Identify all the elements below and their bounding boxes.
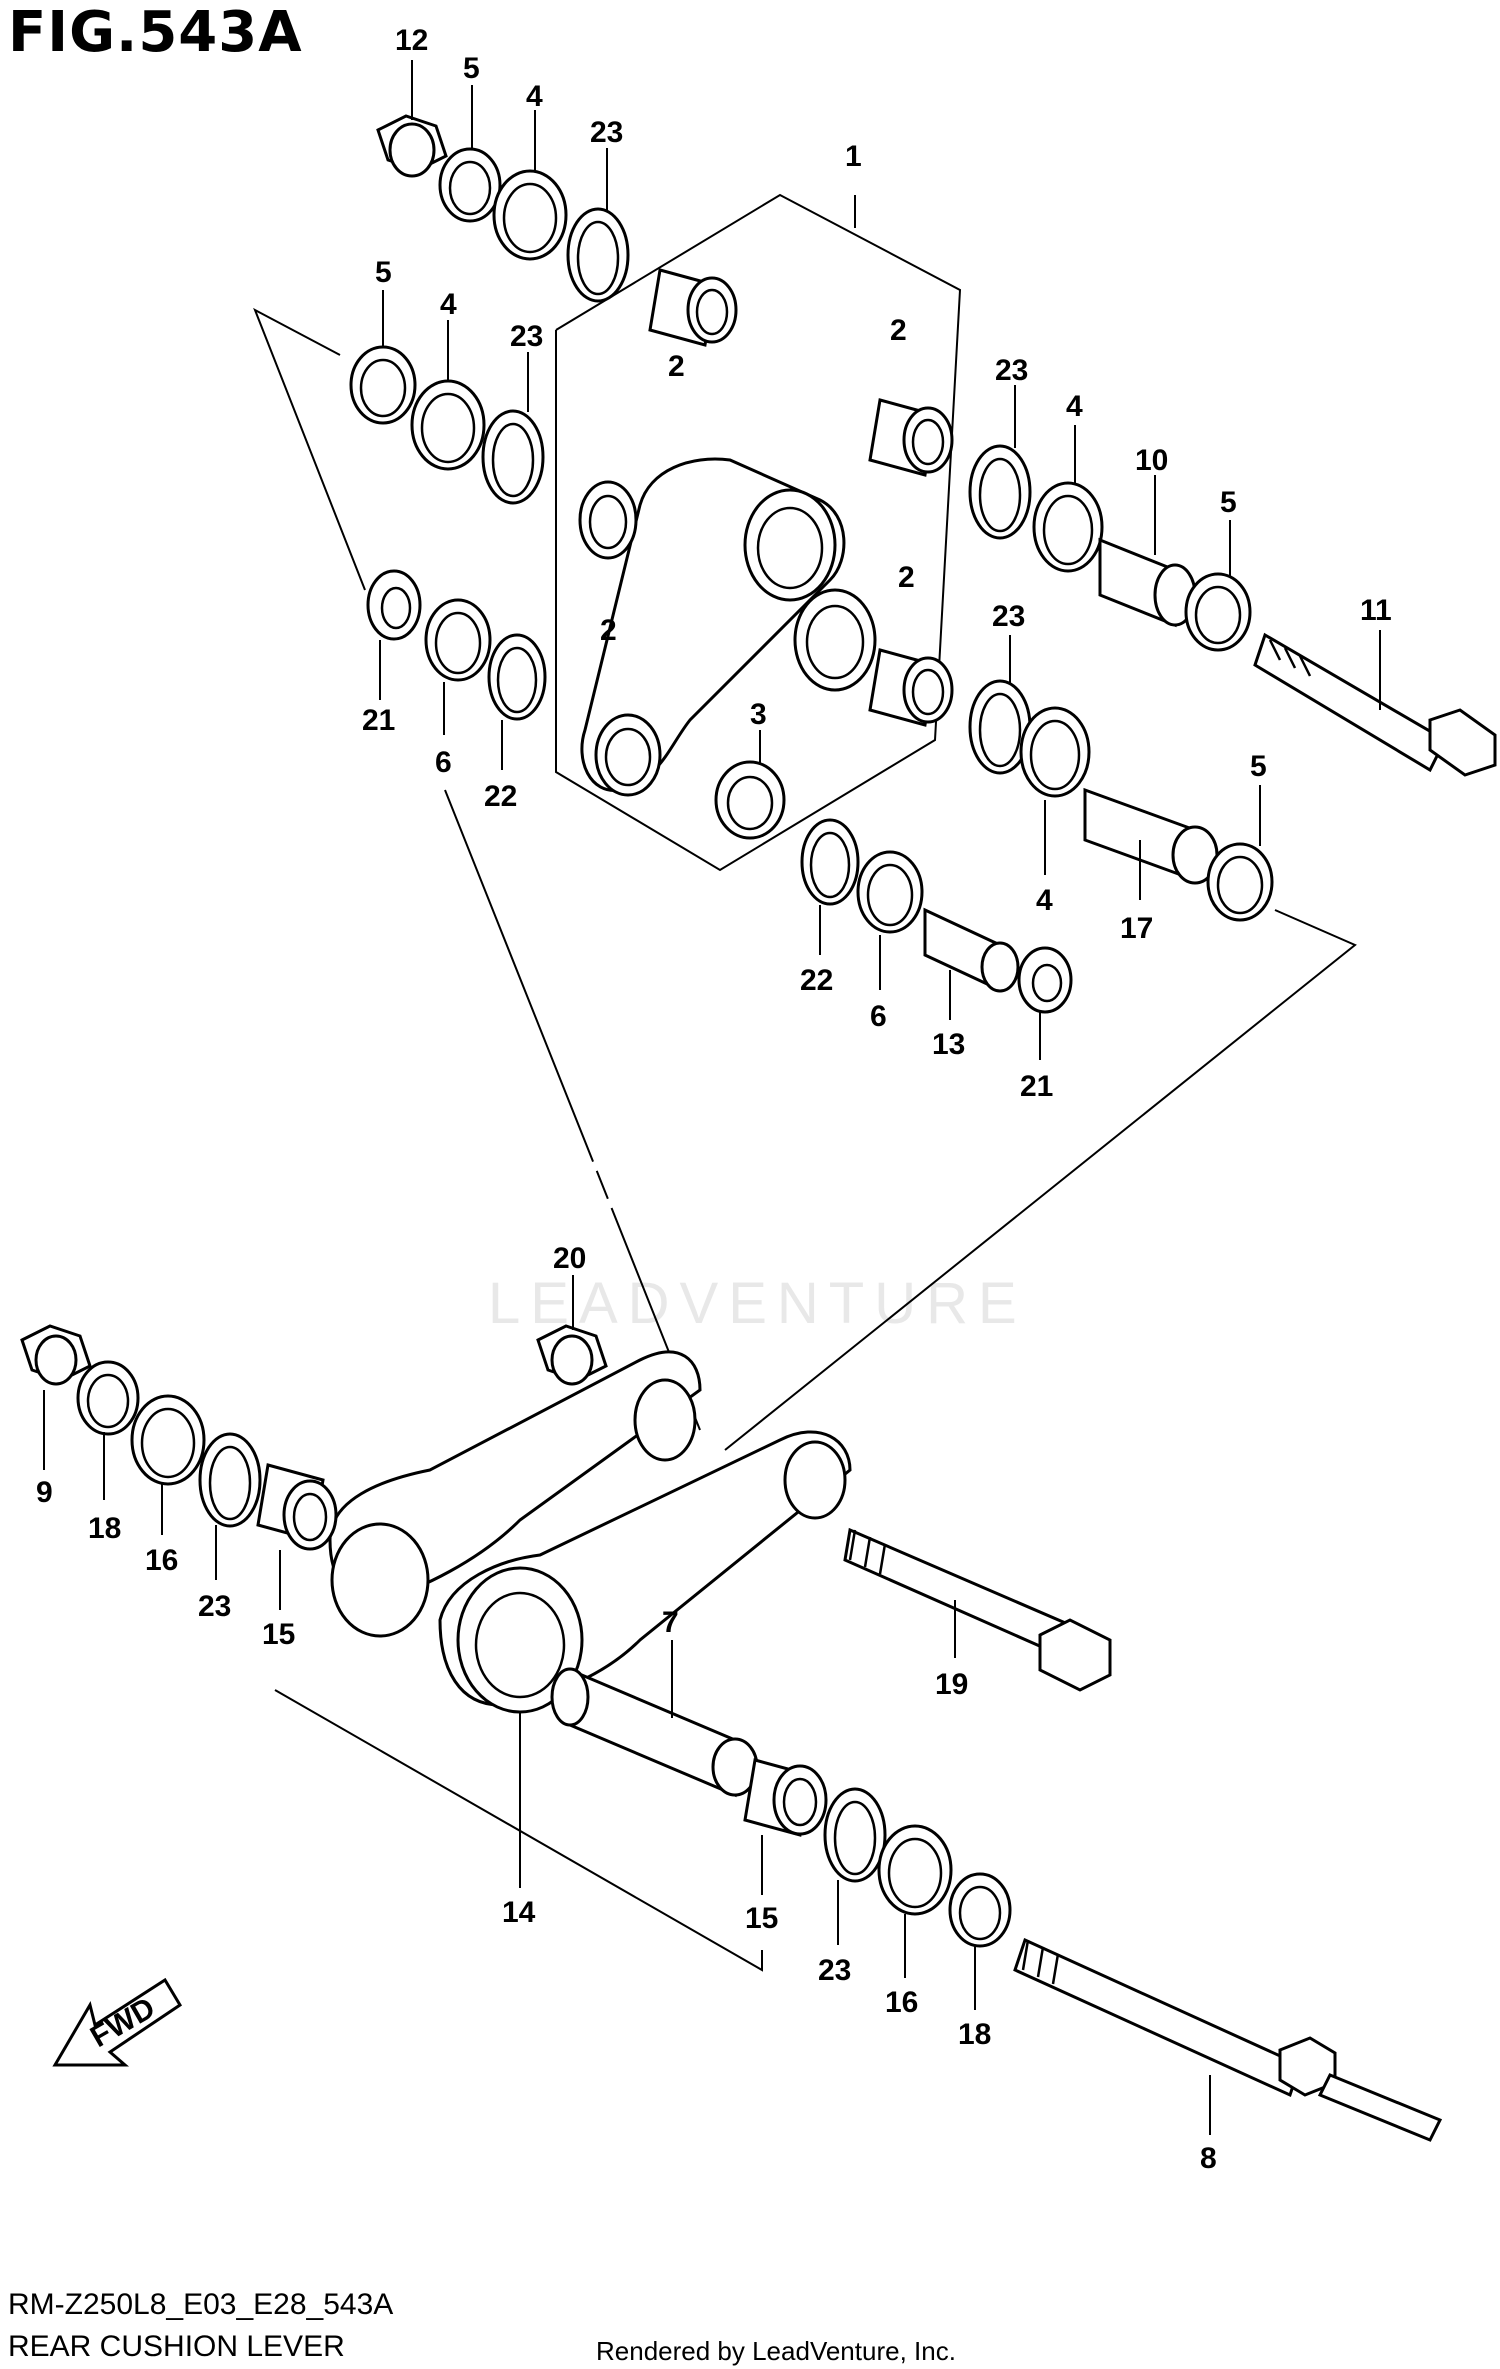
- callout-14: 14: [502, 1896, 536, 1929]
- spacer-5-top: [438, 147, 502, 223]
- bearing-2-b: [868, 398, 954, 477]
- bolt-11: [1253, 632, 1497, 777]
- callout-10: 10: [1135, 444, 1168, 477]
- bearing-15-right: [743, 1758, 828, 1837]
- callout-23: 23: [510, 320, 543, 353]
- bolt-8: [1013, 1937, 1443, 2142]
- callout-1: 1: [845, 140, 862, 173]
- callout-2: 2: [898, 561, 915, 594]
- seal-16-right: [877, 1824, 953, 1916]
- callout-leaders: [43, 60, 1381, 2135]
- diagram-name: REAR CUSHION LEVER: [8, 2330, 345, 2363]
- cushion-rod-link: [580, 457, 877, 797]
- callout-12: 12: [395, 24, 428, 57]
- bearing-15-left: [256, 1463, 338, 1551]
- callout-3: 3: [750, 698, 767, 731]
- washer-22-left: [487, 633, 547, 721]
- callout-4: 4: [1066, 390, 1083, 423]
- watermark: LEADVENTURE: [488, 1271, 1027, 1336]
- callout-11: 11: [1360, 594, 1392, 627]
- group-box-outline: [555, 193, 962, 872]
- spacer-5-left: [349, 345, 417, 425]
- callout-15: 15: [745, 1902, 778, 1935]
- fwd-arrow-icon: FWD: [52, 1977, 183, 2067]
- callout-5: 5: [463, 52, 480, 85]
- collar-21-center: [1017, 946, 1073, 1014]
- callout-6: 6: [870, 1000, 887, 1033]
- callout-20: 20: [553, 1242, 586, 1275]
- callout-17: 17: [1120, 912, 1153, 945]
- callout-5: 5: [1250, 750, 1267, 783]
- spacer-18-right: [948, 1872, 1012, 1948]
- callout-15: 15: [262, 1618, 295, 1651]
- callout-2: 2: [668, 350, 685, 383]
- callout-labels: 12 5 4 23 1 5 4 23 2 2 2 2 23 4 10 5 11 …: [36, 24, 1392, 2175]
- seal-16-left: [130, 1394, 206, 1486]
- washer-23-lower-left: [198, 1432, 262, 1528]
- bearing-3: [714, 760, 786, 840]
- callout-9: 9: [36, 1476, 53, 1509]
- callout-18: 18: [958, 2018, 991, 2051]
- washer-22-center: [800, 818, 860, 906]
- callout-2: 2: [890, 314, 907, 347]
- washer-23-top: [566, 207, 630, 303]
- washer-23-left: [481, 409, 545, 505]
- collar-10: [1098, 537, 1197, 628]
- callout-7: 7: [662, 1606, 679, 1639]
- washer-23-lower-right: [823, 1787, 887, 1883]
- callout-23: 23: [992, 600, 1025, 633]
- seal-4-left: [410, 379, 486, 471]
- collar-17: [1083, 787, 1219, 885]
- spacer-5-right-lower: [1206, 842, 1274, 922]
- callout-6: 6: [435, 746, 452, 779]
- figure-title: FIG.543A: [8, 0, 303, 65]
- callout-21: 21: [1020, 1070, 1053, 1103]
- callout-23: 23: [995, 354, 1028, 387]
- callout-18: 18: [88, 1512, 121, 1545]
- nut-9: [20, 1324, 92, 1386]
- callout-19: 19: [935, 1668, 968, 1701]
- bearing-2-d: [868, 648, 954, 727]
- callout-23: 23: [818, 1954, 851, 1987]
- rear-cushion-lever-14: [328, 1350, 852, 1714]
- bolt-19: [843, 1527, 1112, 1692]
- diagram-code: RM-Z250L8_E03_E28_543A: [8, 2288, 394, 2321]
- spacer-18-left: [76, 1360, 140, 1436]
- washer-23-right-upper: [968, 444, 1032, 540]
- collar-21-left: [366, 569, 422, 641]
- callout-4: 4: [440, 288, 457, 321]
- bearing-2-c: [578, 480, 638, 560]
- callout-16: 16: [885, 1986, 918, 2019]
- seal-4-top: [492, 169, 568, 261]
- callout-2: 2: [600, 614, 617, 647]
- collar-13: [923, 907, 1020, 993]
- bearing-2-a: [648, 268, 738, 347]
- seal-4-right-lower: [1019, 706, 1091, 798]
- callout-22: 22: [484, 780, 517, 813]
- nut-20: [536, 1324, 608, 1386]
- callout-16: 16: [145, 1544, 178, 1577]
- nut-12-top: [376, 114, 448, 178]
- spacer-5-right-upper: [1184, 572, 1252, 652]
- callout-22: 22: [800, 964, 833, 997]
- callout-4: 4: [526, 80, 543, 113]
- callout-21: 21: [362, 704, 395, 737]
- rendered-by-credit: Rendered by LeadVenture, Inc.: [596, 2336, 956, 2366]
- callout-23: 23: [198, 1590, 231, 1623]
- callout-5: 5: [1220, 486, 1237, 519]
- callout-4: 4: [1036, 884, 1053, 917]
- seal-6-center: [856, 850, 924, 934]
- seal-6-left: [424, 598, 492, 682]
- callout-5: 5: [375, 256, 392, 289]
- seal-4-right-upper: [1032, 481, 1104, 573]
- callout-8: 8: [1200, 2142, 1217, 2175]
- callout-23: 23: [590, 116, 623, 149]
- collar-7: [550, 1667, 759, 1798]
- callout-13: 13: [932, 1028, 965, 1061]
